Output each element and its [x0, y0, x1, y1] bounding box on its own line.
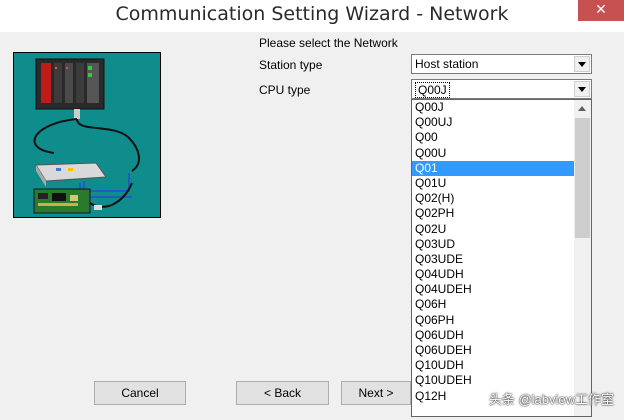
chevron-down-icon[interactable]: [574, 56, 590, 72]
cpu-option-q01u[interactable]: Q01U: [415, 175, 447, 190]
title-bar[interactable]: Communication Setting Wizard - Network ✕: [0, 0, 624, 32]
cpu-option-q10udeh[interactable]: Q10UDEH: [415, 373, 472, 388]
cpu-option-q02ph[interactable]: Q02PH: [415, 206, 455, 221]
scroll-up-arrow-icon[interactable]: [574, 100, 591, 117]
cpu-option-q06udh[interactable]: Q06UDH: [415, 327, 464, 342]
cpu-option-q00j[interactable]: Q00J: [415, 100, 444, 114]
scrollbar-thumb[interactable]: [575, 118, 590, 238]
cancel-button[interactable]: Cancel: [94, 381, 186, 405]
window-title: Communication Setting Wizard - Network: [115, 3, 509, 25]
cpu-option-q03ud[interactable]: Q03UD: [415, 236, 456, 251]
back-button[interactable]: < Back: [236, 381, 329, 405]
station-type-value: Host station: [415, 57, 479, 71]
cpu-option-q01[interactable]: Q01: [412, 160, 576, 176]
cpu-option-q04udh[interactable]: Q04UDH: [415, 267, 464, 282]
cpu-option-q06udeh[interactable]: Q06UDEH: [415, 343, 472, 357]
wizard-client-area: Please select the Network Station type H…: [7, 32, 617, 417]
close-button[interactable]: ✕: [578, 0, 624, 21]
cpu-option-q06h[interactable]: Q06H: [415, 297, 447, 312]
cpu-option-q00uj[interactable]: Q00UJ: [415, 115, 453, 130]
plc-network-icon: [33, 58, 140, 214]
cpu-option-q00[interactable]: Q00: [415, 130, 438, 145]
network-prompt: Please select the Network: [259, 36, 398, 50]
cpu-option-q12h[interactable]: Q12H: [415, 388, 447, 403]
network-illustration: [13, 52, 161, 218]
list-scrollbar[interactable]: [574, 100, 591, 416]
cpu-option-q03ude[interactable]: Q03UDE: [415, 251, 464, 266]
chevron-down-icon[interactable]: [574, 81, 590, 97]
cpu-option-q06ph[interactable]: Q06PH: [415, 312, 455, 327]
watermark-text: 头条 @labview工作室: [488, 392, 614, 407]
cpu-type-label: CPU type: [259, 83, 311, 97]
cpu-option-q02u[interactable]: Q02U: [415, 221, 447, 236]
cpu-type-value: Q00J: [415, 82, 450, 98]
cpu-option-q04udeh[interactable]: Q04UDEH: [415, 282, 472, 297]
cpu-option-q00u[interactable]: Q00U: [415, 145, 447, 160]
station-type-select[interactable]: Host station: [411, 54, 592, 74]
station-type-label: Station type: [259, 58, 323, 72]
next-button[interactable]: Next >: [341, 381, 411, 405]
close-icon: ✕: [595, 2, 607, 18]
cpu-type-select[interactable]: Q00J: [411, 79, 592, 99]
cpu-option-q10udh[interactable]: Q10UDH: [415, 358, 464, 373]
cpu-option-q02-h[interactable]: Q02(H): [415, 191, 455, 206]
